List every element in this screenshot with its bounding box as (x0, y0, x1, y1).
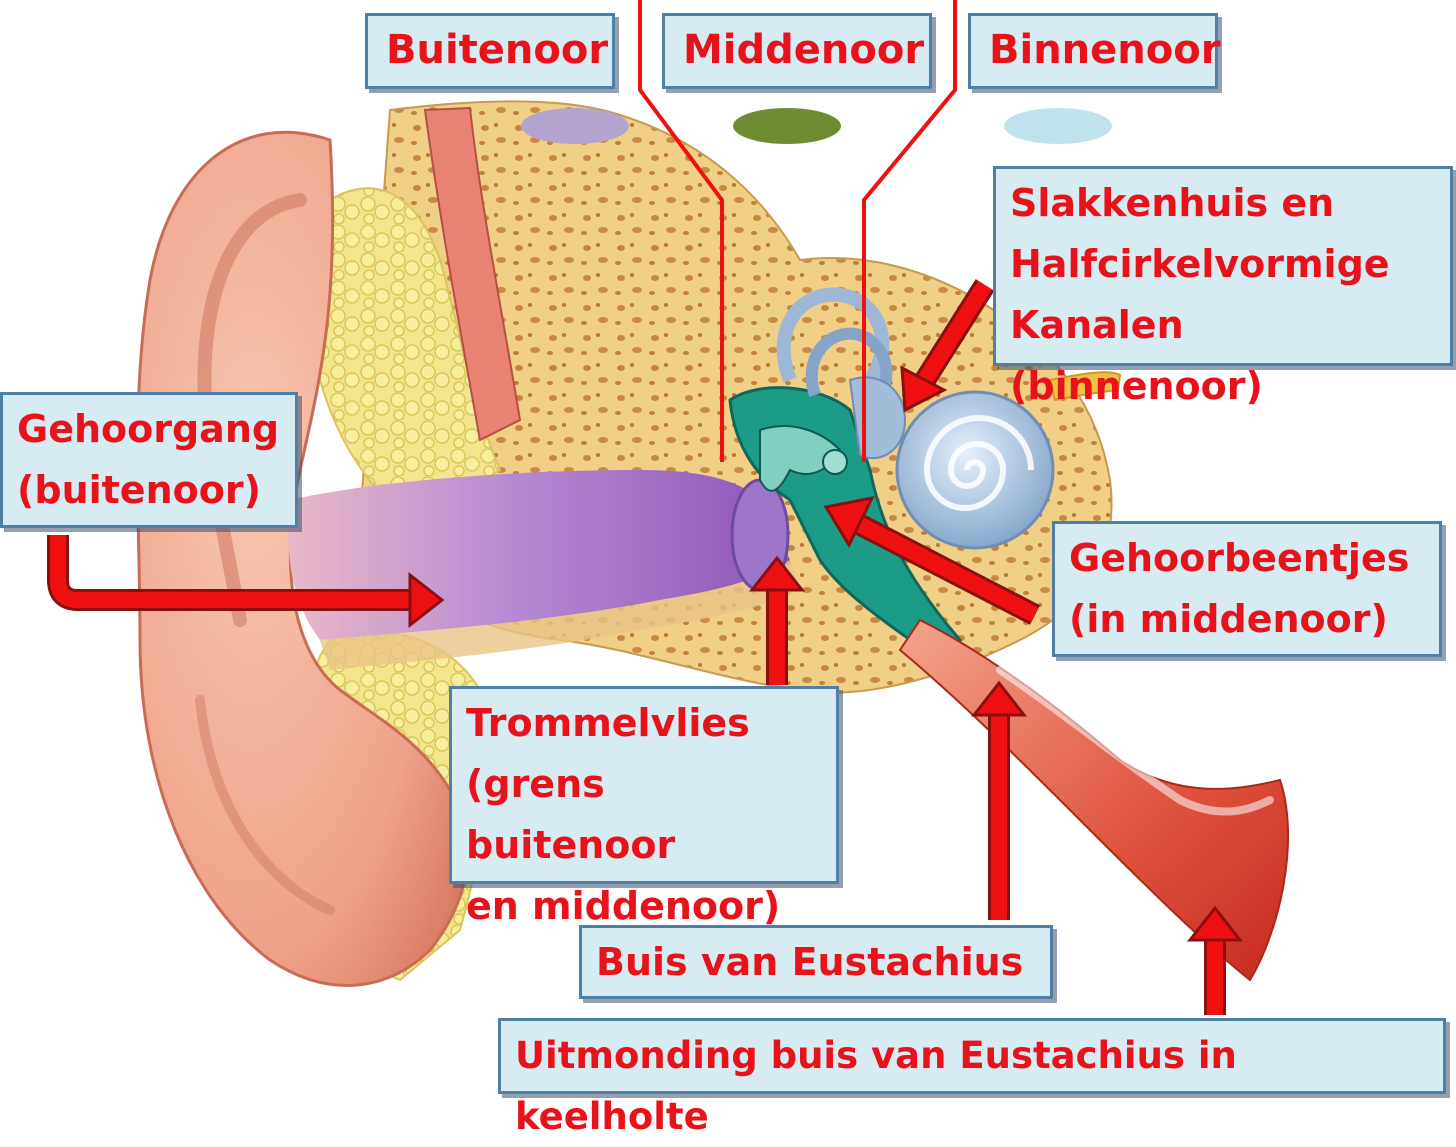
label-gehoorgang: Gehoorgang (buitenoor) (0, 392, 298, 528)
arrow-slakkenhuis (900, 279, 995, 413)
arrow-uitmonding (1186, 905, 1244, 1015)
pinna-lobe-fold (195, 695, 335, 915)
legend-binnenoor-color (1004, 108, 1112, 144)
ear-anatomy-diagram (47, 0, 1290, 1015)
stapes (822, 449, 848, 475)
legend-buitenoor-color (521, 108, 629, 144)
arrow-trommelvlies (748, 555, 806, 685)
label-trommelvlies: Trommelvlies (grens buitenoor en middeno… (449, 686, 839, 928)
divider-line-right (862, 0, 957, 462)
arrow-buis (970, 680, 1028, 920)
legend-middenoor-color (733, 108, 841, 144)
auditory-nerve (1048, 371, 1122, 402)
label-slakkenhuis: Slakkenhuis en Halfcirkelvormige Kanalen… (993, 166, 1453, 408)
ossicles (759, 425, 842, 492)
label-binnenoor: Binnenoor (968, 13, 1220, 89)
cochlea-spiral (923, 415, 1034, 511)
canal-wall-lower (320, 560, 800, 670)
arrow-gehoorgang (47, 535, 445, 629)
label-buitenoor: Buitenoor (365, 13, 615, 89)
label-uitmonding: Uitmonding buis van Eustachius in keelho… (498, 1018, 1446, 1138)
arrow-gehoorbeentjes (823, 495, 1041, 625)
label-buis: Buis van Eustachius (579, 925, 1053, 999)
tube-cartilage (996, 666, 1274, 816)
temporal-muscle (423, 106, 522, 442)
divider-line-left (638, 0, 724, 462)
label-middenoor: Middenoor (662, 13, 932, 89)
label-gehoorbeentjes: Gehoorbeentjes (in middenoor) (1052, 521, 1442, 657)
